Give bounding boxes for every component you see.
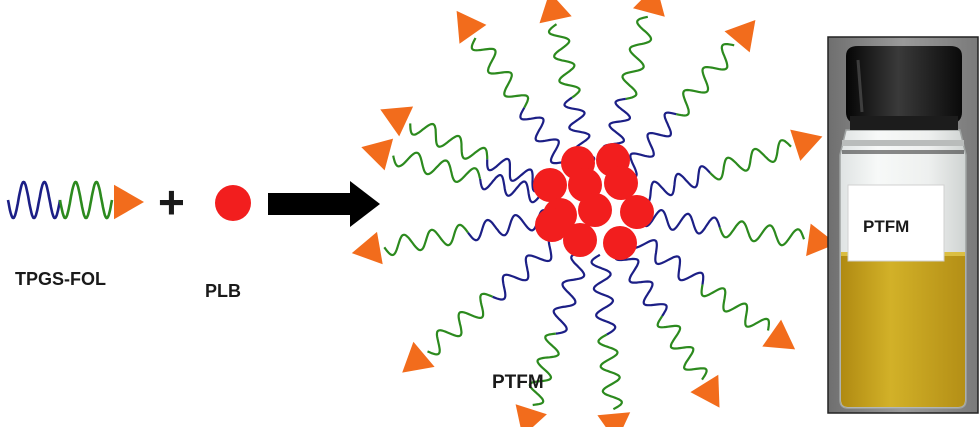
hydrophobic-chain — [552, 251, 586, 335]
vial-label-card — [847, 184, 945, 262]
circle-icon — [533, 168, 567, 202]
right-arrow-icon — [268, 181, 380, 227]
triangle-icon — [790, 129, 823, 161]
ptfm-micelle — [351, 0, 837, 427]
circle-icon — [563, 223, 597, 257]
plus-icon: + — [158, 176, 185, 228]
hydrophobic-chain — [590, 253, 617, 336]
hydrophilic-chain — [409, 122, 489, 160]
triangle-icon — [402, 341, 435, 373]
hydrophilic-chain — [383, 223, 469, 257]
plb-drug-particle — [215, 185, 251, 221]
circle-icon — [604, 166, 638, 200]
triangle-icon — [724, 20, 756, 53]
circle-icon — [603, 226, 637, 260]
hydrophilic-chain — [392, 151, 482, 184]
triangle-icon — [806, 223, 837, 257]
hydrophobic-chain — [630, 235, 705, 285]
tpgs-fol-unimer — [6, 180, 144, 220]
hydrophilic-chain — [718, 220, 806, 247]
hydrophobic-chain — [6, 180, 62, 220]
triangle-icon — [539, 0, 572, 24]
hydrophobic-chain — [639, 208, 721, 235]
triangle-icon — [380, 106, 414, 137]
triangle-icon — [114, 184, 144, 220]
hydrophilic-chain — [528, 332, 560, 407]
hydrophilic-chain — [547, 23, 581, 99]
triangle-icon — [456, 10, 487, 44]
circle-icon — [535, 208, 569, 242]
triangle-icon — [361, 138, 394, 171]
circle-icon — [620, 195, 654, 229]
hydrophilic-chain — [470, 37, 530, 109]
hydrophilic-chain — [709, 139, 792, 181]
hydrophilic-chain — [621, 15, 653, 100]
triangle-icon — [351, 231, 383, 265]
tpgs-fol-label: TPGS-FOL — [15, 269, 106, 289]
triangle-icon — [633, 0, 665, 17]
hydrophilic-chain — [427, 292, 494, 356]
hydrophobic-chain — [637, 165, 711, 204]
hydrophobic-chain — [492, 235, 562, 301]
hydrophilic-chain — [58, 180, 114, 220]
hydrophobic-chain — [624, 111, 677, 179]
vial-label: PTFM — [863, 217, 909, 236]
plb-label: PLB — [205, 281, 241, 301]
triangle-icon — [762, 319, 796, 350]
hydrophilic-chain — [656, 315, 708, 381]
triangle-icon — [690, 374, 720, 408]
hydrophilic-chain — [597, 333, 623, 411]
micelle-label: PTFM — [492, 372, 544, 393]
hydrophobic-chain — [614, 247, 668, 317]
circle-icon — [578, 193, 612, 227]
hydrophilic-chain — [676, 43, 735, 117]
vial-photo: PTFM — [827, 36, 979, 414]
triangle-icon — [597, 412, 631, 427]
hydrophilic-chain — [700, 284, 770, 331]
triangle-icon — [515, 404, 547, 427]
